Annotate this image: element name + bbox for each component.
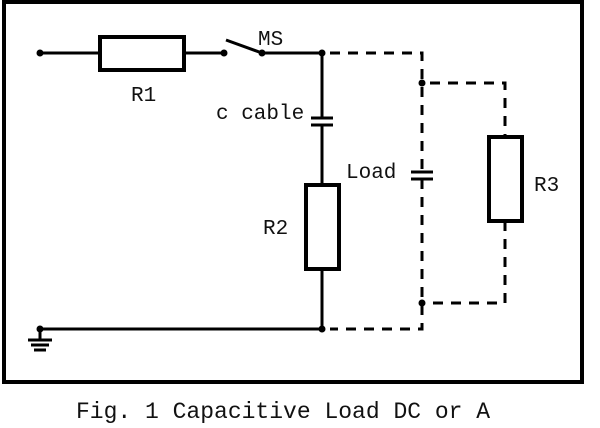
junction-node xyxy=(418,79,426,87)
label-r2: R2 xyxy=(263,218,288,241)
resistor-r1 xyxy=(98,35,186,72)
dashed-wire xyxy=(430,81,507,137)
dashed-wire xyxy=(330,51,424,172)
label-ms: MS xyxy=(258,29,283,52)
label-r3: R3 xyxy=(534,175,559,198)
junction-node xyxy=(418,299,426,307)
label-r1: R1 xyxy=(131,85,156,108)
label-load: Load xyxy=(346,162,396,185)
dashed-wire xyxy=(430,221,507,305)
ground-icon xyxy=(28,338,52,352)
switch-ms xyxy=(225,38,263,55)
label-c-cable: c cable xyxy=(216,103,304,126)
dashed-wire xyxy=(330,179,424,331)
switch-contact xyxy=(220,49,228,57)
figure-caption: Fig. 1 Capacitive Load DC or A xyxy=(76,399,490,425)
resistor-r3 xyxy=(487,135,524,223)
diagram-frame xyxy=(2,0,584,384)
resistor-r2 xyxy=(304,183,341,271)
